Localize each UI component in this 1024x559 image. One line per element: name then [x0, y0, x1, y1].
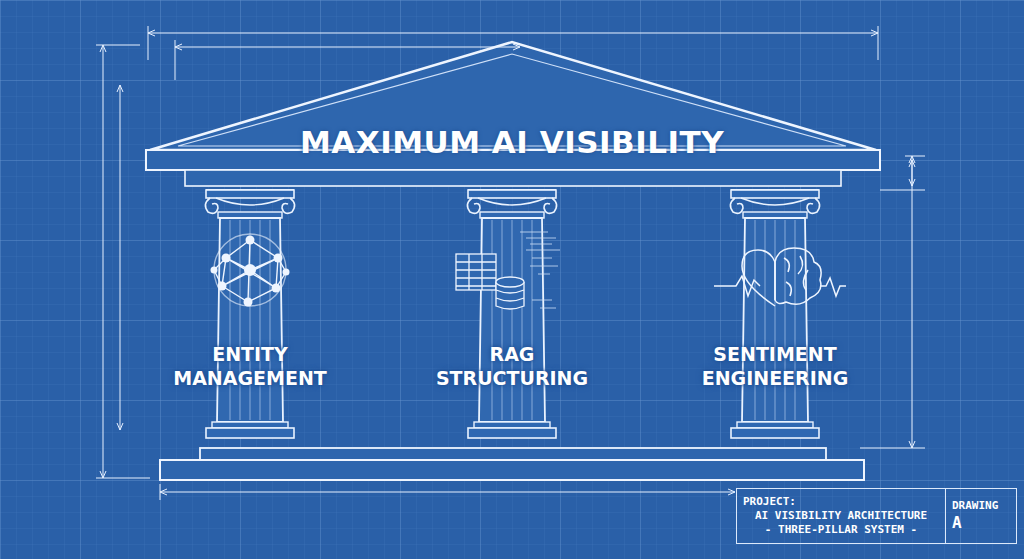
node-text: SENTIMENT ENGINEERING: [678, 342, 872, 390]
pillar-label: ENTITY MANAGEMENT: [168, 320, 332, 390]
node-subtext: AI VISIBILITY ARCHITECTURE: [755, 509, 927, 523]
pillar-label: SENTIMENT ENGINEERING: [678, 320, 872, 390]
node-text: PROJECT:: [743, 495, 796, 509]
node-text: MAXIMUM AI VISIBILITY: [300, 124, 724, 160]
pediment-title: MAXIMUM AI VISIBILITY: [260, 120, 764, 164]
node-text: ENTITY MANAGEMENT: [168, 342, 332, 390]
drawing-number-box: DRAWINGA: [945, 488, 1017, 544]
node-text: RAG STRUCTURING: [430, 342, 594, 390]
node-text: DRAWING: [952, 499, 998, 513]
pillar-label: RAG STRUCTURING: [430, 320, 594, 390]
node-subtext: - THREE-PILLAR SYSTEM -: [765, 523, 917, 537]
title-block: PROJECT:AI VISIBILITY ARCHITECTURE- THRE…: [736, 488, 946, 544]
node-subtext: A: [952, 513, 962, 533]
